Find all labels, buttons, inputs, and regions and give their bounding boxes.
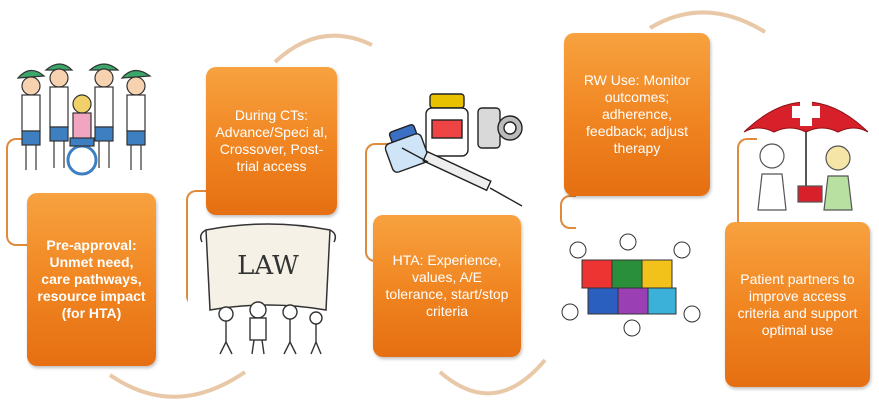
step-3-text: HTA: Experience, values, A/E tolerance, … [385,252,509,319]
connector-arc-1 [108,370,247,399]
connector-arc-4 [648,10,767,34]
law-scroll-illustration: LAW [188,218,348,358]
connector-arc-3 [438,358,547,396]
step-5-box: Patient partners to improve access crite… [725,222,870,387]
umbrella-health-protection-illustration [738,82,874,212]
step-2-text: During CTs: Advance/Speci al, Crossover,… [215,107,328,174]
step-4-text: RW Use: Monitor outcomes; adherence, fee… [583,72,691,156]
connector-arc-2 [273,33,373,64]
puzzle-teamwork-illustration [548,228,713,338]
step-3-box: HTA: Experience, values, A/E tolerance, … [373,215,521,357]
bracket-step-1 [6,138,30,246]
svg-text:LAW: LAW [237,251,299,281]
group-of-people-illustration [10,60,158,190]
step-4-box: RW Use: Monitor outcomes; adherence, fee… [564,33,710,196]
step-5-text: Patient partners to improve access crite… [737,270,858,338]
bracket-step-4 [560,195,576,229]
step-1-box: Pre-approval: Unmet need, care pathways,… [27,193,156,366]
step-2-box: During CTs: Advance/Speci al, Crossover,… [206,67,337,215]
step-1-text: Pre-approval: Unmet need, care pathways,… [37,237,146,321]
medicine-vials-syringe-illustration [382,88,532,213]
